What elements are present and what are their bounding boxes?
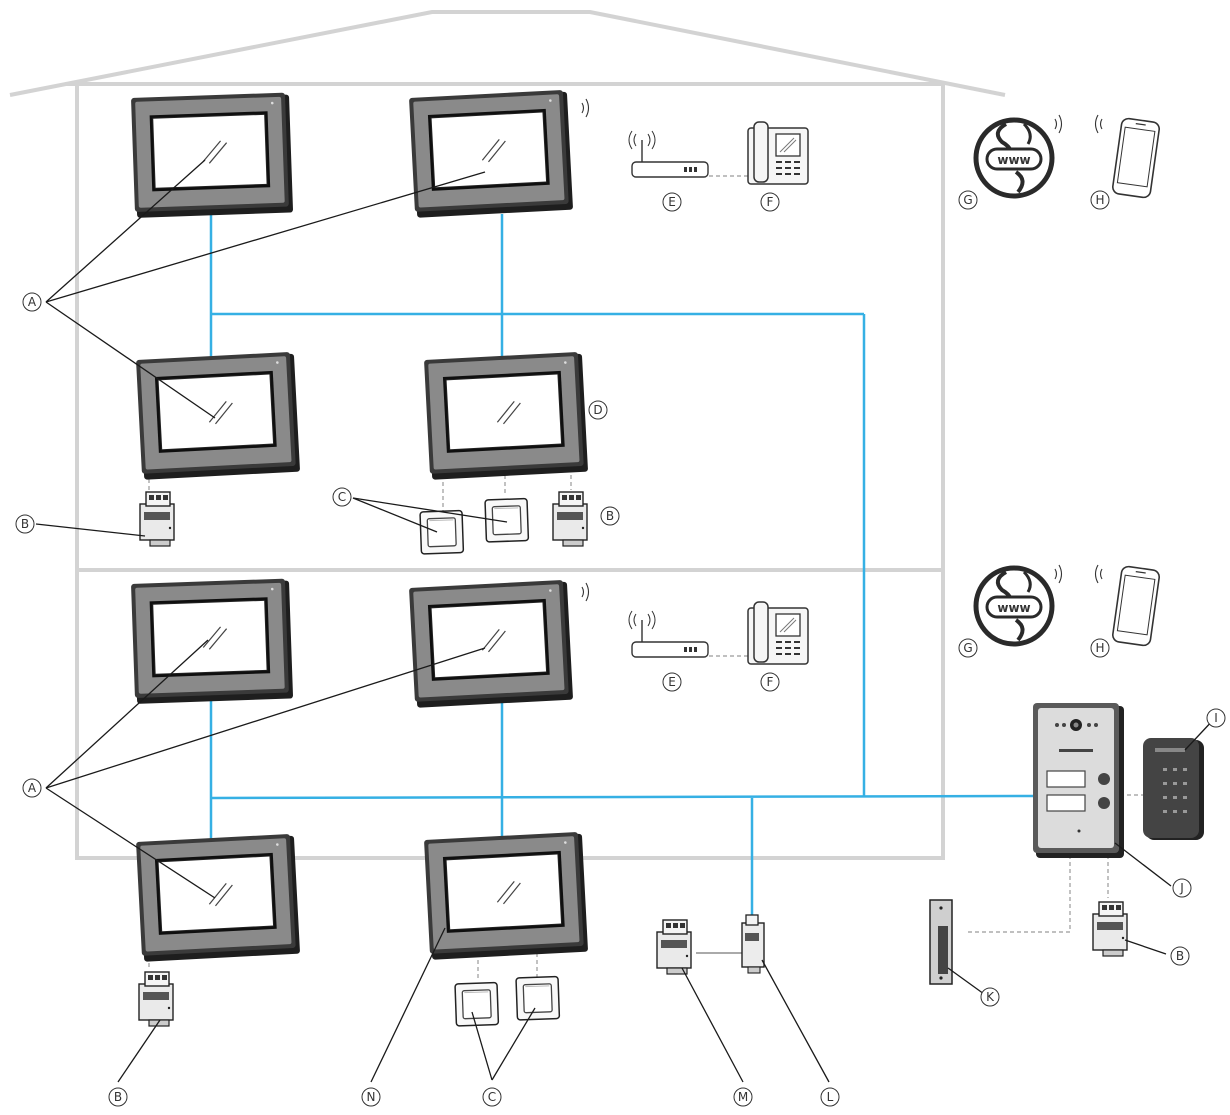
label-f-text: F xyxy=(767,195,774,209)
label-b-text: B xyxy=(1176,949,1184,963)
controller-module-m xyxy=(656,919,692,975)
push-switch xyxy=(454,981,500,1027)
label-l-text: L xyxy=(827,1090,834,1104)
label-i: I xyxy=(1206,708,1226,728)
power-supply-module xyxy=(138,971,174,1027)
label-b: B xyxy=(15,514,35,534)
label-h: H xyxy=(1090,638,1110,658)
label-c: C xyxy=(332,487,352,507)
www-text: www xyxy=(997,601,1030,615)
label-f: F xyxy=(760,192,780,212)
electric-door-opener xyxy=(929,899,953,985)
label-l: L xyxy=(820,1087,840,1107)
label-a: A xyxy=(22,292,42,312)
label-g: G xyxy=(958,638,978,658)
label-d-text: D xyxy=(593,403,602,417)
smartphone-icon xyxy=(1111,564,1161,648)
label-b: B xyxy=(600,506,620,526)
wifi-icon xyxy=(1054,564,1063,584)
push-switch xyxy=(484,497,530,543)
indoor-monitor-upper-left xyxy=(130,91,294,219)
power-supply-module xyxy=(1092,901,1128,957)
label-b-text: B xyxy=(606,509,614,523)
indoor-monitor-d xyxy=(423,351,589,481)
push-switch xyxy=(419,509,465,555)
wifi-icon xyxy=(581,98,590,118)
smartphone-icon xyxy=(1111,116,1161,200)
label-e-text: E xyxy=(668,195,676,209)
label-i-text: I xyxy=(1214,711,1218,725)
bus-lines xyxy=(209,214,1035,918)
wifi-icon xyxy=(581,582,590,602)
bus-interface-module-l xyxy=(741,914,765,974)
push-switch xyxy=(515,975,561,1021)
label-j-text: J xyxy=(1179,881,1184,895)
label-a-text: A xyxy=(28,295,37,309)
outdoor-door-station xyxy=(1033,703,1124,858)
label-m: M xyxy=(733,1087,753,1107)
indoor-monitor-mid-left xyxy=(135,351,301,481)
label-a: A xyxy=(22,778,42,798)
label-c-text: C xyxy=(338,490,346,504)
router-icon xyxy=(628,130,709,178)
indoor-monitor-lower-left xyxy=(135,833,301,963)
label-k: K xyxy=(980,987,1000,1007)
label-h-text: H xyxy=(1095,641,1104,655)
label-g-text: G xyxy=(963,641,972,655)
internet-globe-icon: www xyxy=(976,568,1052,644)
leader-lines xyxy=(35,159,1216,1083)
indoor-monitor-ground-right xyxy=(408,579,574,709)
wifi-icon xyxy=(1094,564,1103,584)
label-a-text: A xyxy=(28,781,37,795)
label-g-text: G xyxy=(963,193,972,207)
label-h: H xyxy=(1090,190,1110,210)
label-f-text: F xyxy=(767,675,774,689)
router-icon xyxy=(628,610,709,658)
label-k-text: K xyxy=(986,990,995,1004)
label-c: C xyxy=(482,1087,502,1107)
wifi-icon xyxy=(1054,114,1063,134)
label-b: B xyxy=(1170,946,1190,966)
label-n: N xyxy=(361,1087,381,1107)
label-g: G xyxy=(958,190,978,210)
indoor-monitor-ground-left xyxy=(130,577,294,705)
power-supply-module xyxy=(552,491,588,547)
label-f: F xyxy=(760,672,780,692)
wifi-icon xyxy=(1094,114,1103,134)
label-j: J xyxy=(1172,878,1192,898)
code-keypad xyxy=(1143,738,1204,840)
www-text: www xyxy=(997,153,1030,167)
indoor-monitor-upper-right xyxy=(408,89,574,219)
power-supply-module xyxy=(139,491,175,547)
label-m-text: M xyxy=(738,1090,748,1104)
label-b-text: B xyxy=(114,1090,122,1104)
label-b-text: B xyxy=(21,517,29,531)
label-e: E xyxy=(662,192,682,212)
internet-globe-icon: www xyxy=(976,120,1052,196)
label-n-text: N xyxy=(367,1090,376,1104)
desk-phone-icon xyxy=(747,601,809,665)
label-e: E xyxy=(662,672,682,692)
label-b: B xyxy=(108,1087,128,1107)
label-h-text: H xyxy=(1095,193,1104,207)
label-d: D xyxy=(588,400,608,420)
label-e-text: E xyxy=(668,675,676,689)
desk-phone-icon xyxy=(747,121,809,185)
label-c-text: C xyxy=(488,1090,496,1104)
indoor-monitor-n xyxy=(423,831,589,961)
